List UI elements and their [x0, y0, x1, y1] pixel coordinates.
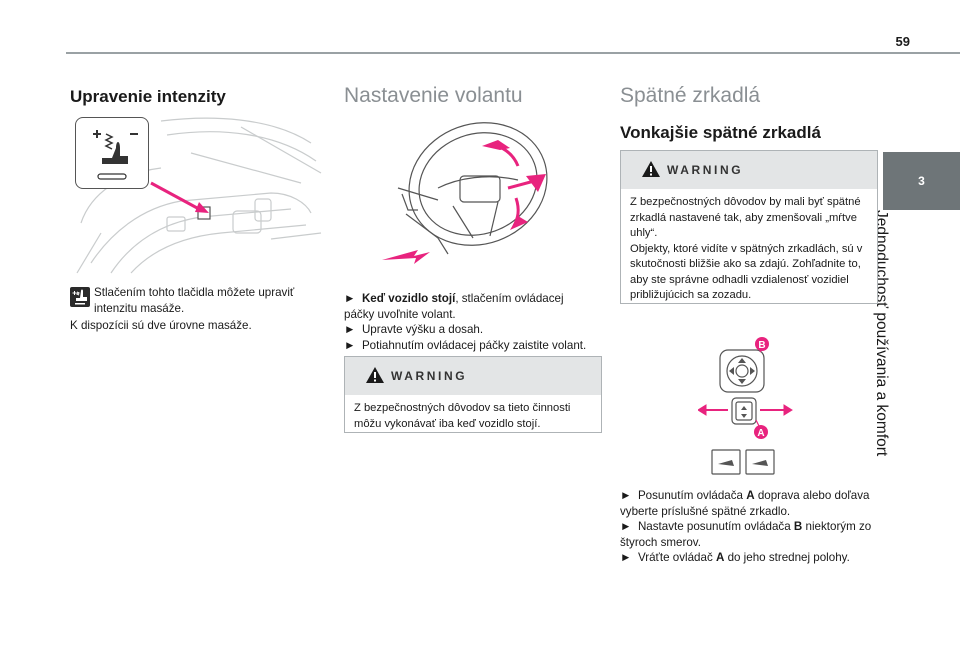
seat-massage-icon	[93, 130, 138, 180]
warning-icon	[366, 367, 384, 383]
mirror-warning-text: Z bezpečnostných dôvodov by mali byť spä…	[621, 189, 877, 312]
chapter-tab[interactable]: 3	[883, 152, 960, 210]
mirror-step-1: ► Posunutím ovládača A doprava alebo doľ…	[620, 489, 870, 518]
mirror-warning-text-1: Z bezpečnostných dôvodov by mali byť spä…	[630, 196, 861, 239]
mirror-warning-box: WARNING Z bezpečnostných dôvodov by mali…	[620, 150, 878, 304]
mirror-warning-text-2: Objekty, ktoré vidíte v spätných zrkadlá…	[630, 242, 863, 302]
mirror-step-2: ► Nastavte posunutím ovládača B niektorý…	[620, 520, 872, 549]
steering-warning-box: WARNING Z bezpečnostných dôvodov sa tiet…	[344, 356, 602, 433]
massage-button-callout	[75, 117, 149, 189]
seat-massage-icon	[70, 287, 90, 307]
page-number: 59	[895, 34, 910, 49]
steering-step-3: ► Potiahnutím ovládacej páčky zaistite v…	[344, 338, 587, 352]
steering-step-1: ► Keď vozidlo stojí, stlačením ovládacej…	[344, 292, 564, 321]
mirror-control-illustration: B A	[697, 332, 794, 480]
steering-wheel-illustration	[378, 118, 550, 268]
chapter-caption: Jednoduchosť používania a komfort	[873, 210, 920, 500]
mirror-steps: ► Posunutím ovládača A doprava alebo doľ…	[620, 488, 878, 566]
warning-header: WARNING	[345, 357, 601, 395]
warning-label: WARNING	[391, 369, 468, 383]
section-title-mirrors: Spätné zrkadlá	[620, 84, 761, 107]
warning-label: WARNING	[667, 163, 744, 177]
section-subtitle-exterior-mirrors: Vonkajšie spätné zrkadlá	[620, 123, 821, 142]
label-a: A	[757, 428, 764, 439]
seat-illustration	[71, 113, 323, 277]
massage-instruction: Stlačením tohto tlačidla môžete upraviť …	[94, 286, 295, 315]
label-b: B	[758, 340, 765, 351]
warning-header: WARNING	[621, 151, 877, 189]
warning-icon	[642, 161, 660, 177]
mirror-step-3: ► Vráťte ovládač A do jeho strednej polo…	[620, 551, 850, 564]
steering-steps: ► Keď vozidlo stojí, stlačením ovládacej…	[344, 291, 594, 353]
steering-warning-text: Z bezpečnostných dôvodov sa tieto činnos…	[354, 402, 571, 430]
section-title-steering: Nastavenie volantu	[344, 84, 523, 107]
steering-step-2: ► Upravte výšku a dosah.	[344, 323, 484, 336]
section-title-intensity: Upravenie intenzity	[70, 87, 226, 106]
header-rule	[66, 52, 960, 54]
massage-levels: K dispozícii sú dve úrovne masáže.	[70, 319, 252, 332]
